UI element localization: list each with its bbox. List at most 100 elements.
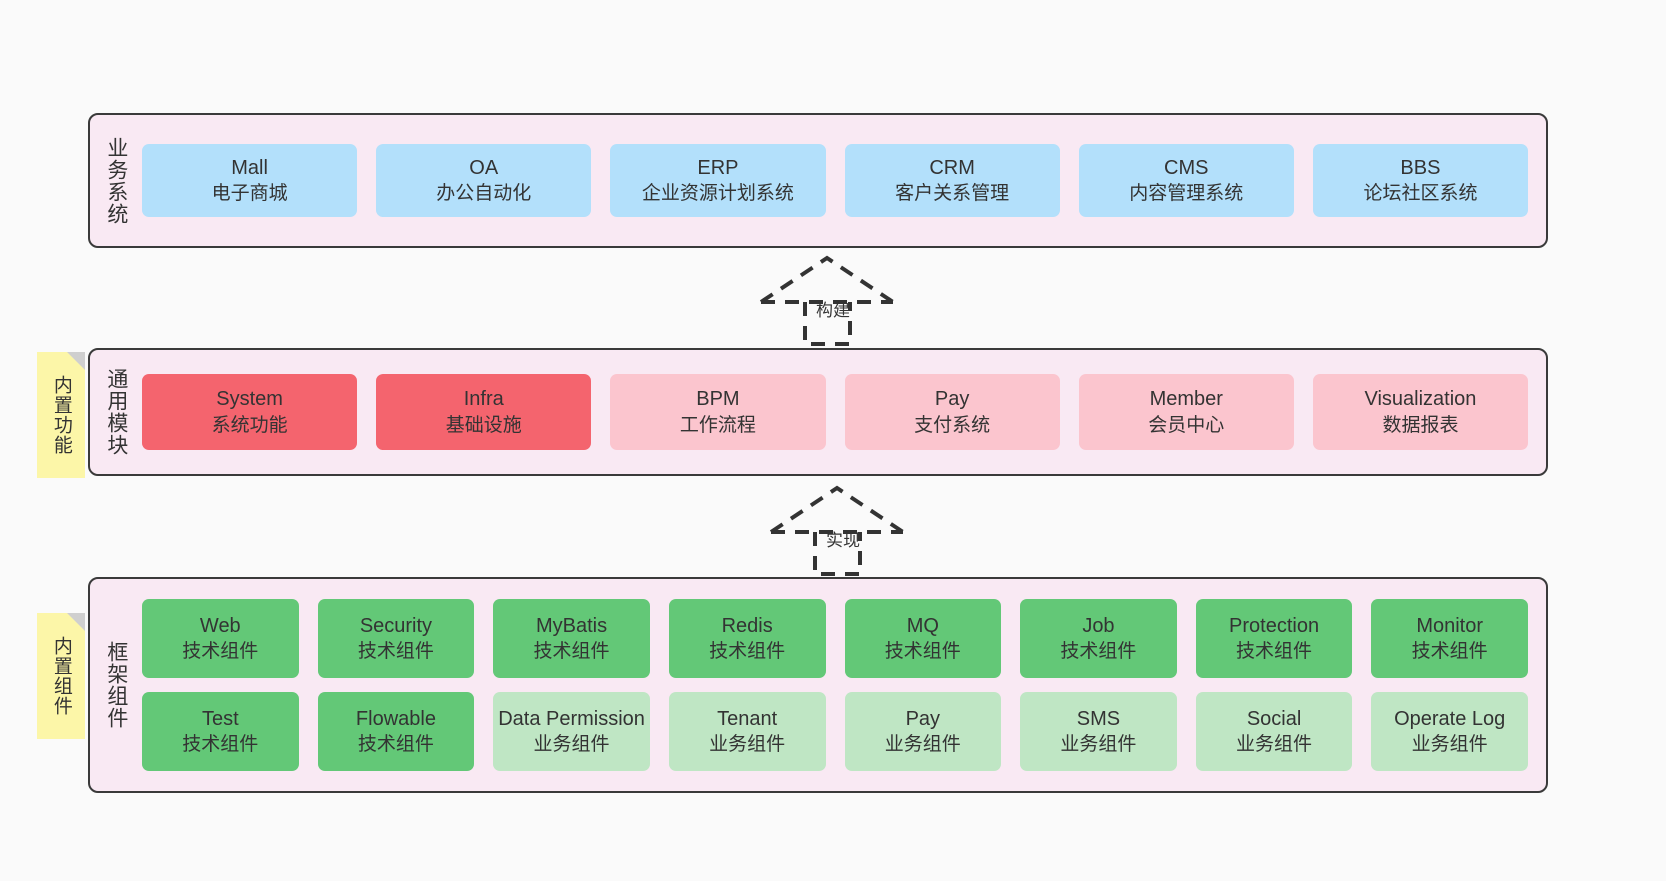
card-subtitle: 支付系统 xyxy=(914,414,991,436)
card-subtitle: 业务组件 xyxy=(533,734,610,756)
card-title: ERP xyxy=(697,156,739,179)
card-subtitle: 工作流程 xyxy=(679,414,756,436)
card-subtitle: 客户关系管理 xyxy=(895,183,1010,205)
card-title: System xyxy=(216,388,283,411)
card-infra[interactable]: Infra 基础设施 xyxy=(376,374,592,450)
card-title: CMS xyxy=(1164,156,1209,179)
card-title: Job xyxy=(1082,614,1115,637)
card-mybatis[interactable]: MyBatis 技术组件 xyxy=(493,599,650,678)
card-redis[interactable]: Redis 技术组件 xyxy=(668,599,826,678)
card-social[interactable]: Social 业务组件 xyxy=(1195,692,1353,771)
sticky-note-label: 内置组件 xyxy=(50,636,72,716)
card-subtitle: 技术组件 xyxy=(1060,641,1137,663)
card-data-permission[interactable]: Data Permission 业务组件 xyxy=(493,692,650,771)
card-title: OA xyxy=(469,156,499,179)
card-visualization[interactable]: Visualization 数据报表 xyxy=(1312,374,1529,450)
card-bbs[interactable]: BBS 论坛社区系统 xyxy=(1312,144,1529,217)
layer-title-common-modules: 通用模块 xyxy=(104,368,128,456)
card-protection[interactable]: Protection 技术组件 xyxy=(1195,599,1353,678)
card-title: Visualization xyxy=(1364,388,1477,411)
card-cms[interactable]: CMS 内容管理系统 xyxy=(1078,144,1294,217)
connector-label-realize: 实现 xyxy=(826,531,860,550)
card-title: Operate Log xyxy=(1394,707,1506,730)
card-erp[interactable]: ERP 企业资源计划系统 xyxy=(610,144,826,217)
connector-realize: 实现 xyxy=(765,484,915,576)
card-grid-common-modules: System 系统功能 Infra 基础设施 BPM 工作流程 Pay 支付系统… xyxy=(142,350,1546,474)
card-subtitle: 业务组件 xyxy=(709,734,786,756)
card-crm[interactable]: CRM 客户关系管理 xyxy=(844,144,1060,217)
layer-business-system[interactable]: 业务系统 Mall 电子商城 OA 办公自动化 ERP 企业资源计划系统 CRM… xyxy=(88,113,1548,248)
card-tenant[interactable]: Tenant 业务组件 xyxy=(668,692,826,771)
card-subtitle: 技术组件 xyxy=(1236,641,1313,663)
card-row: System 系统功能 Infra 基础设施 BPM 工作流程 Pay 支付系统… xyxy=(142,374,1529,450)
card-title: BBS xyxy=(1400,156,1441,179)
card-title: MQ xyxy=(906,614,939,637)
card-title: SMS xyxy=(1076,707,1121,730)
card-subtitle: 技术组件 xyxy=(182,734,259,756)
connector-label-build: 构建 xyxy=(816,301,850,320)
card-system[interactable]: System 系统功能 xyxy=(142,374,358,450)
card-mall[interactable]: Mall 电子商城 xyxy=(142,144,358,217)
layer-title-framework-components: 框架组件 xyxy=(104,641,128,729)
card-title: Redis xyxy=(721,614,773,637)
card-title: Security xyxy=(359,614,433,637)
card-oa[interactable]: OA 办公自动化 xyxy=(376,144,592,217)
card-flowable[interactable]: Flowable 技术组件 xyxy=(317,692,475,771)
card-security[interactable]: Security 技术组件 xyxy=(317,599,475,678)
card-title: Protection xyxy=(1229,614,1320,637)
card-subtitle: 论坛社区系统 xyxy=(1363,183,1478,205)
connector-build: 构建 xyxy=(755,254,905,346)
card-mq[interactable]: MQ 技术组件 xyxy=(844,599,1002,678)
card-test[interactable]: Test 技术组件 xyxy=(142,692,299,771)
card-subtitle: 基础设施 xyxy=(445,414,522,436)
card-title: Pay xyxy=(934,388,970,411)
card-title: Infra xyxy=(463,388,504,411)
card-title: BPM xyxy=(696,388,740,411)
card-title: Data Permission xyxy=(498,707,645,730)
card-title: CRM xyxy=(929,156,975,179)
card-web[interactable]: Web 技术组件 xyxy=(142,599,299,678)
card-subtitle: 业务组件 xyxy=(1411,734,1488,756)
card-monitor[interactable]: Monitor 技术组件 xyxy=(1371,599,1528,678)
card-title: Social xyxy=(1246,707,1302,730)
card-bpm[interactable]: BPM 工作流程 xyxy=(610,374,826,450)
card-subtitle: 技术组件 xyxy=(357,641,434,663)
card-sms[interactable]: SMS 业务组件 xyxy=(1020,692,1177,771)
card-title: Web xyxy=(199,614,241,637)
card-title: Flowable xyxy=(355,707,436,730)
card-subtitle: 技术组件 xyxy=(709,641,786,663)
card-grid-business-system: Mall 电子商城 OA 办公自动化 ERP 企业资源计划系统 CRM 客户关系… xyxy=(142,115,1546,246)
card-subtitle: 内容管理系统 xyxy=(1129,183,1244,205)
card-subtitle: 技术组件 xyxy=(357,734,434,756)
card-subtitle: 技术组件 xyxy=(533,641,610,663)
dashed-generalization-arrow-icon xyxy=(769,485,905,576)
card-operate-log[interactable]: Operate Log 业务组件 xyxy=(1371,692,1528,771)
card-pay[interactable]: Pay 支付系统 xyxy=(844,374,1060,450)
card-job[interactable]: Job 技术组件 xyxy=(1020,599,1177,678)
card-row: Test 技术组件 Flowable 技术组件 Data Permission … xyxy=(142,692,1528,771)
card-row: Mall 电子商城 OA 办公自动化 ERP 企业资源计划系统 CRM 客户关系… xyxy=(142,144,1529,217)
card-subtitle: 业务组件 xyxy=(1060,734,1137,756)
card-subtitle: 系统功能 xyxy=(211,414,288,436)
card-member[interactable]: Member 会员中心 xyxy=(1078,374,1294,450)
card-subtitle: 业务组件 xyxy=(884,734,961,756)
card-title: Mall xyxy=(231,156,268,179)
card-subtitle: 业务组件 xyxy=(1236,734,1313,756)
layer-framework-components[interactable]: 框架组件 Web 技术组件 Security 技术组件 MyBatis 技术组件… xyxy=(88,577,1548,793)
card-subtitle: 技术组件 xyxy=(884,641,961,663)
dashed-generalization-arrow-icon xyxy=(759,255,895,346)
sticky-note-builtin-components: 内置组件 xyxy=(37,613,85,739)
layer-common-modules[interactable]: 通用模块 System 系统功能 Infra 基础设施 BPM 工作流程 Pay… xyxy=(88,348,1548,476)
card-title: MyBatis xyxy=(536,614,608,637)
card-title: Member xyxy=(1149,388,1223,411)
sticky-note-label: 内置功能 xyxy=(50,375,72,455)
card-title: Monitor xyxy=(1416,614,1484,637)
card-pay-business[interactable]: Pay 业务组件 xyxy=(844,692,1002,771)
card-subtitle: 企业资源计划系统 xyxy=(641,183,794,205)
card-subtitle: 会员中心 xyxy=(1148,414,1225,436)
card-subtitle: 数据报表 xyxy=(1382,414,1459,436)
sticky-note-builtin-features: 内置功能 xyxy=(37,352,85,478)
card-subtitle: 技术组件 xyxy=(182,641,259,663)
card-title: Pay xyxy=(905,707,941,730)
card-subtitle: 电子商城 xyxy=(211,183,288,205)
